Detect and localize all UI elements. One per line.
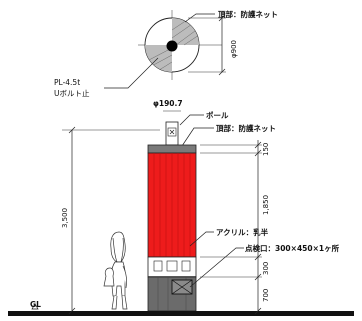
dim-panel: 1,850 <box>262 195 270 215</box>
panel-stripes <box>153 153 191 257</box>
label-acrylic: アクリル：乳半 <box>216 227 269 237</box>
top-band <box>147 144 197 154</box>
total-height-dimension: 3,500 <box>61 126 160 315</box>
label-pole: ポール <box>206 110 229 120</box>
label-ubolt: Uボルト止 <box>54 88 90 98</box>
segment-dimensions: 150 1,850 300 700 <box>200 140 270 315</box>
elevation-view: φ190.7 ポール 頂部：防護ネット <box>8 99 354 316</box>
label-inspection: 点検口：300×450×1ヶ所 <box>245 243 340 253</box>
ground-line <box>8 311 354 316</box>
dim-base: 700 <box>262 289 270 302</box>
top-view: 頂部：防護ネット φ900 PL-4.5t Uボルト止 <box>54 9 278 98</box>
dim-top-diameter: φ900 <box>230 40 238 58</box>
dim-top-band: 150 <box>262 143 270 156</box>
label-pole-diameter: φ190.7 <box>153 99 183 108</box>
label-elevation-net: 頂部：防護ネット <box>216 123 276 133</box>
human-figure-icon <box>103 231 128 310</box>
pole-section-icon <box>166 40 178 52</box>
label-plate: PL-4.5t <box>54 78 80 87</box>
dim-lower-band: 300 <box>262 262 270 275</box>
ground-marker-icon <box>31 303 39 310</box>
label-top-view-net: 頂部：防護ネット <box>218 9 278 19</box>
dim-total-height: 3,500 <box>61 208 69 228</box>
